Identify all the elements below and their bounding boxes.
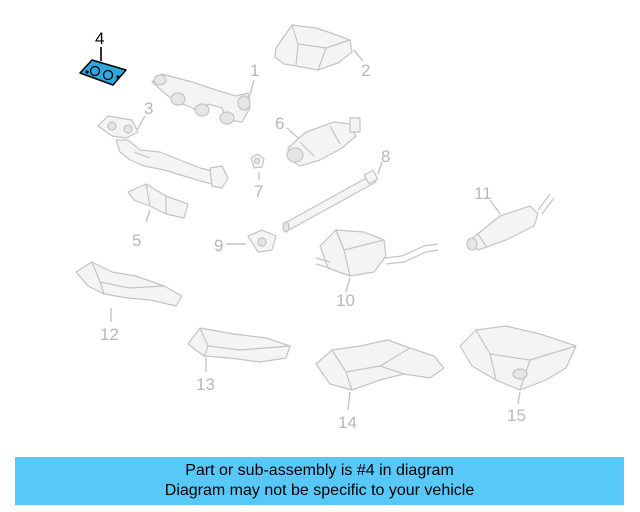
part-12-heat-shield xyxy=(75,261,183,307)
info-banner: Part or sub-assembly is #4 in diagram Di… xyxy=(15,457,624,505)
callout-5-number: 5 xyxy=(132,231,141,250)
part-4-gasket[interactable] xyxy=(79,59,127,86)
part-7-clamp xyxy=(250,153,265,169)
callout-4-number: 4 xyxy=(95,29,104,48)
callout-14-number: 14 xyxy=(338,413,357,432)
callout-1-line xyxy=(248,79,255,99)
part-8-intermediate-pipe xyxy=(282,169,379,233)
part-14-heat-shield xyxy=(315,339,445,391)
exhaust-parts-diagram: 4 2 1 3 6 xyxy=(75,24,577,432)
part-4-bolt-hole-b xyxy=(116,75,120,79)
callout-11-number: 11 xyxy=(474,184,492,203)
callout-3-number: 3 xyxy=(144,99,153,118)
part-10-muffler xyxy=(315,229,439,277)
part-6-catalytic-converter xyxy=(286,117,361,167)
callout-6-line xyxy=(286,127,299,139)
callout-15-line xyxy=(517,391,521,405)
part-9-hanger xyxy=(247,229,277,253)
callout-8-line xyxy=(377,161,383,175)
callout-13-number: 13 xyxy=(196,375,215,394)
callout-3-line xyxy=(136,115,146,131)
part-4-gasket-hole-right xyxy=(102,69,114,81)
callout-2-number: 2 xyxy=(361,61,370,80)
part-4-gasket-body xyxy=(79,59,127,86)
callout-10-line xyxy=(345,277,351,293)
callout-7-number: 7 xyxy=(254,182,263,201)
part-1-exhaust-manifold xyxy=(151,73,251,125)
part-15-heat-shield xyxy=(459,325,577,391)
part-5-bracket xyxy=(127,183,189,219)
part-4-bolt-hole-a xyxy=(85,70,89,74)
part-2-heat-shield xyxy=(274,24,353,71)
callout-8-number: 8 xyxy=(381,147,390,166)
callout-2-line xyxy=(353,49,364,62)
part-4-gasket-hole-left xyxy=(89,65,101,77)
banner-line-part-number: Part or sub-assembly is #4 in diagram xyxy=(185,462,454,479)
callout-14-line xyxy=(347,391,351,411)
callout-15-number: 15 xyxy=(507,406,526,425)
part-11-rear-muffler xyxy=(466,193,555,251)
callout-5-line xyxy=(145,209,151,223)
callout-10-number: 10 xyxy=(336,291,355,310)
part-13-heat-shield xyxy=(187,327,291,363)
callout-11-line xyxy=(489,199,501,215)
part-3-front-pipe xyxy=(97,115,229,189)
callout-6-number: 6 xyxy=(275,114,284,133)
callout-9-number: 9 xyxy=(214,236,223,255)
callout-1-number: 1 xyxy=(250,61,259,80)
callout-12-number: 12 xyxy=(100,325,119,344)
banner-line-disclaimer: Diagram may not be specific to your vehi… xyxy=(164,482,475,499)
